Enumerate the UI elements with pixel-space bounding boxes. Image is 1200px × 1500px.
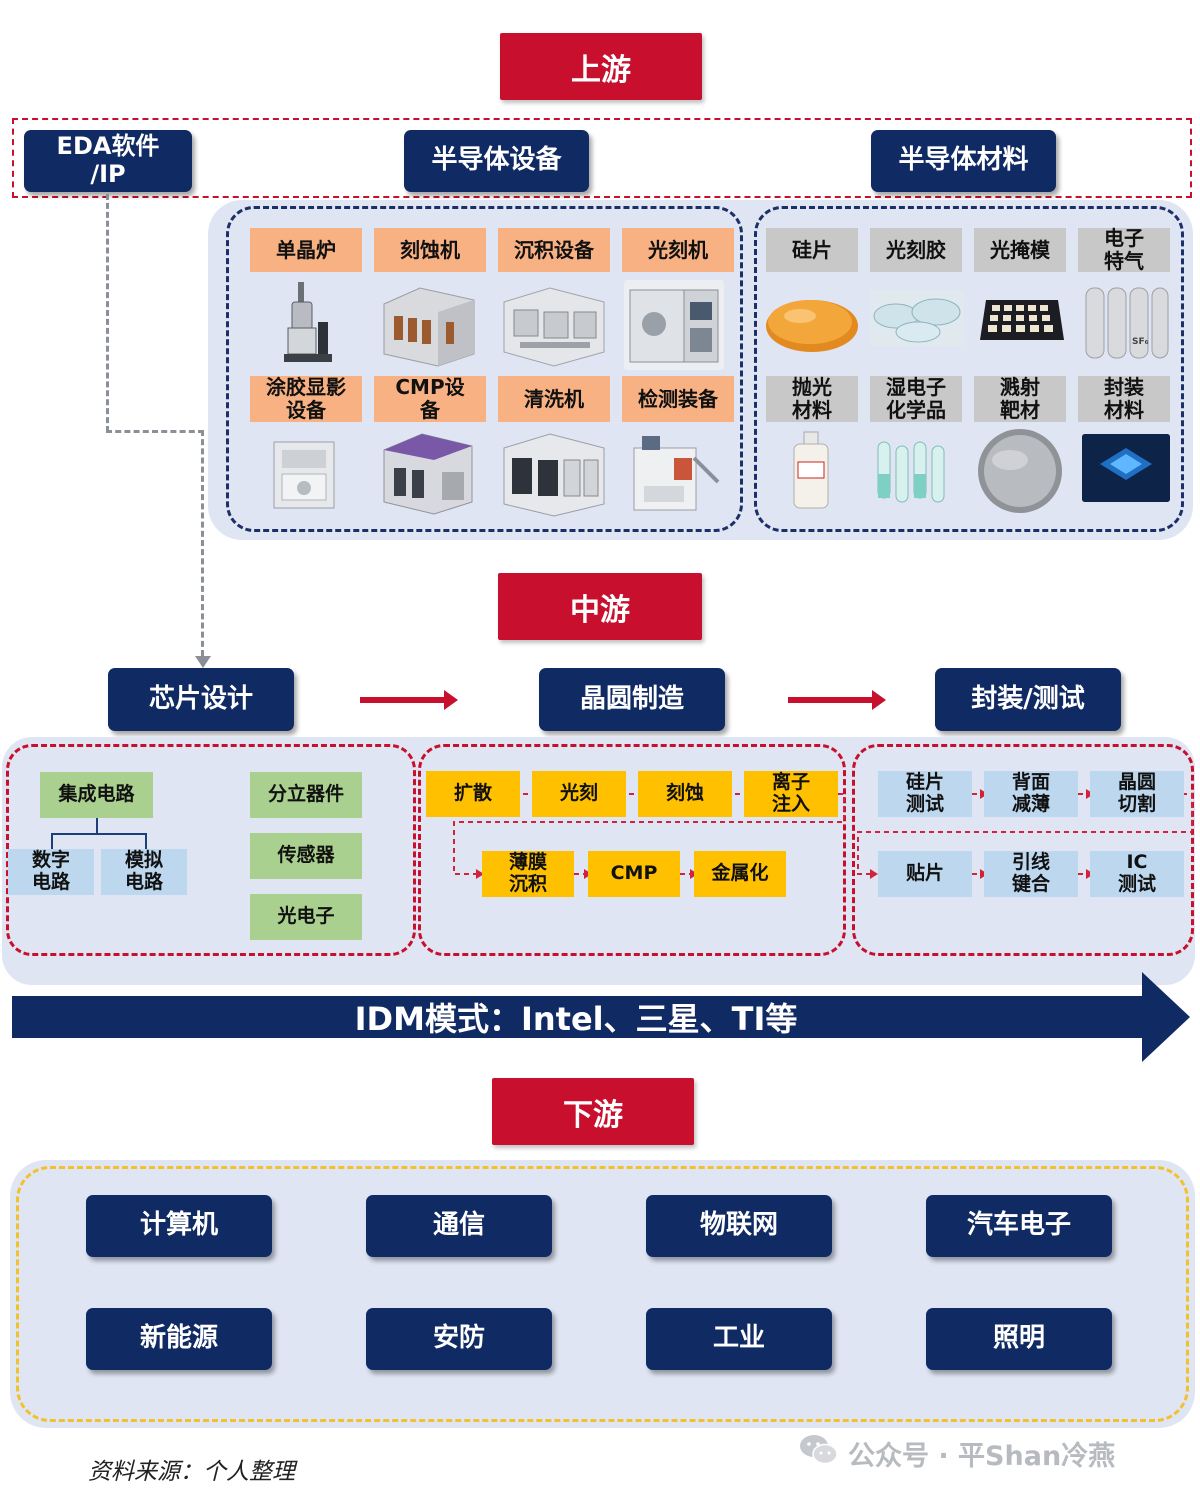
package-step: 晶圆 切割 [1090, 771, 1184, 817]
fab-step: 光刻 [532, 771, 626, 817]
design-digital: 数字 电路 [8, 849, 94, 895]
gas-cylinder-text: SF₆ [1132, 337, 1149, 347]
midstream-stage-label: 中游 [498, 573, 702, 640]
gas-cylinders-image: SF₆ [1082, 280, 1170, 360]
design-analog: 模拟 电路 [101, 849, 187, 895]
package-test-title: 封装/测试 [935, 668, 1121, 731]
eda-connector-vertical [106, 194, 109, 432]
upstream-stage-label: 上游 [500, 33, 702, 100]
equipment-item: 刻蚀机 [374, 228, 486, 272]
idm-arrow [12, 972, 1190, 1062]
wechat-icon [798, 1430, 840, 1470]
design-sensor: 传感器 [250, 833, 362, 879]
downstream-frame [16, 1166, 1189, 1422]
material-item: 电子 特气 [1078, 227, 1170, 273]
etching-machine-image [380, 282, 478, 368]
watermark-text: 公众号 · 平Shan冷燕 [848, 1441, 1116, 1472]
equipment-frame [226, 206, 743, 532]
material-item: 溅射 靶材 [974, 376, 1066, 422]
packaging-material-image [1082, 434, 1170, 502]
equipment-item: 沉积设备 [498, 228, 610, 272]
fab-step: 离子 注入 [744, 771, 838, 817]
materials-frame [754, 206, 1184, 532]
material-item: 硅片 [766, 228, 858, 272]
silicon-wafer-image [760, 286, 860, 362]
equipment-item: 单晶炉 [250, 228, 362, 272]
polishing-material-image [786, 428, 836, 512]
design-tree-left [51, 833, 53, 849]
fab-step: 扩散 [426, 771, 520, 817]
material-item: 光刻胶 [870, 228, 962, 272]
upstream-frame [12, 118, 1192, 198]
eda-connector-horizontal [106, 430, 204, 433]
downstream-item: 物联网 [646, 1195, 832, 1257]
design-to-fab-arrow [360, 690, 458, 710]
cleaning-machine-image [500, 428, 608, 518]
photoresist-image [870, 290, 964, 346]
fab-step: CMP [588, 851, 680, 897]
design-tree-right [145, 833, 147, 849]
fab-step: 薄膜 沉积 [482, 851, 574, 897]
downstream-stage-label: 下游 [492, 1078, 694, 1145]
package-step: 引线 键合 [984, 851, 1078, 897]
equipment-item: 清洗机 [498, 376, 610, 422]
design-optoelectronics: 光电子 [250, 894, 362, 940]
fab-step: 刻蚀 [638, 771, 732, 817]
downstream-item: 通信 [366, 1195, 552, 1257]
package-step: 硅片 测试 [878, 771, 972, 817]
downstream-item: 新能源 [86, 1308, 272, 1370]
cmp-equipment-image [380, 428, 476, 516]
fab-to-package-arrow [788, 690, 886, 710]
downstream-item: 工业 [646, 1308, 832, 1370]
design-discrete: 分立器件 [250, 772, 362, 818]
design-tree-branch [51, 833, 147, 835]
material-item: 湿电子 化学品 [870, 376, 962, 422]
material-item: 封装 材料 [1078, 376, 1170, 422]
wafer-fab-title: 晶圆制造 [539, 668, 725, 731]
materials-title: 半导体材料 [871, 130, 1056, 192]
inspection-equipment-image [624, 428, 724, 518]
material-item: 抛光 材料 [766, 376, 858, 422]
downstream-item: 计算机 [86, 1195, 272, 1257]
idm-label: IDM模式：Intel、三星、TI等 [354, 1000, 798, 1038]
equipment-title: 半导体设备 [404, 130, 589, 192]
equipment-item: CMP设 备 [374, 376, 486, 422]
coater-developer-image [262, 428, 348, 516]
downstream-item: 汽车电子 [926, 1195, 1112, 1257]
equipment-item: 涂胶显影 设备 [250, 376, 362, 422]
material-item: 光掩模 [974, 228, 1066, 272]
crystal-furnace-image [262, 278, 348, 366]
fab-step: 金属化 [694, 851, 786, 897]
chip-design-title: 芯片设计 [108, 668, 294, 731]
deposition-equipment-image [500, 282, 608, 368]
package-frame [852, 744, 1194, 956]
design-frame [6, 744, 416, 956]
wet-chemicals-image [870, 434, 964, 508]
photomask-image [976, 292, 1066, 348]
equipment-item: 检测装备 [622, 376, 734, 422]
downstream-item: 安防 [366, 1308, 552, 1370]
lithography-machine-image [624, 280, 724, 370]
design-ic: 集成电路 [40, 772, 153, 818]
downstream-item: 照明 [926, 1308, 1112, 1370]
eda-ip-box: EDA软件 /IP [24, 130, 192, 192]
eda-connector-down [201, 430, 204, 656]
package-step: 背面 减薄 [984, 771, 1078, 817]
sputtering-target-image [974, 428, 1066, 514]
fab-frame [418, 744, 846, 956]
source-note: 资料来源：个人整理 [88, 1459, 295, 1485]
eda-connector-arrowhead [195, 656, 211, 668]
package-step: IC 测试 [1090, 851, 1184, 897]
equipment-item: 光刻机 [622, 228, 734, 272]
design-tree-stem [96, 818, 98, 834]
package-step: 贴片 [878, 851, 972, 897]
